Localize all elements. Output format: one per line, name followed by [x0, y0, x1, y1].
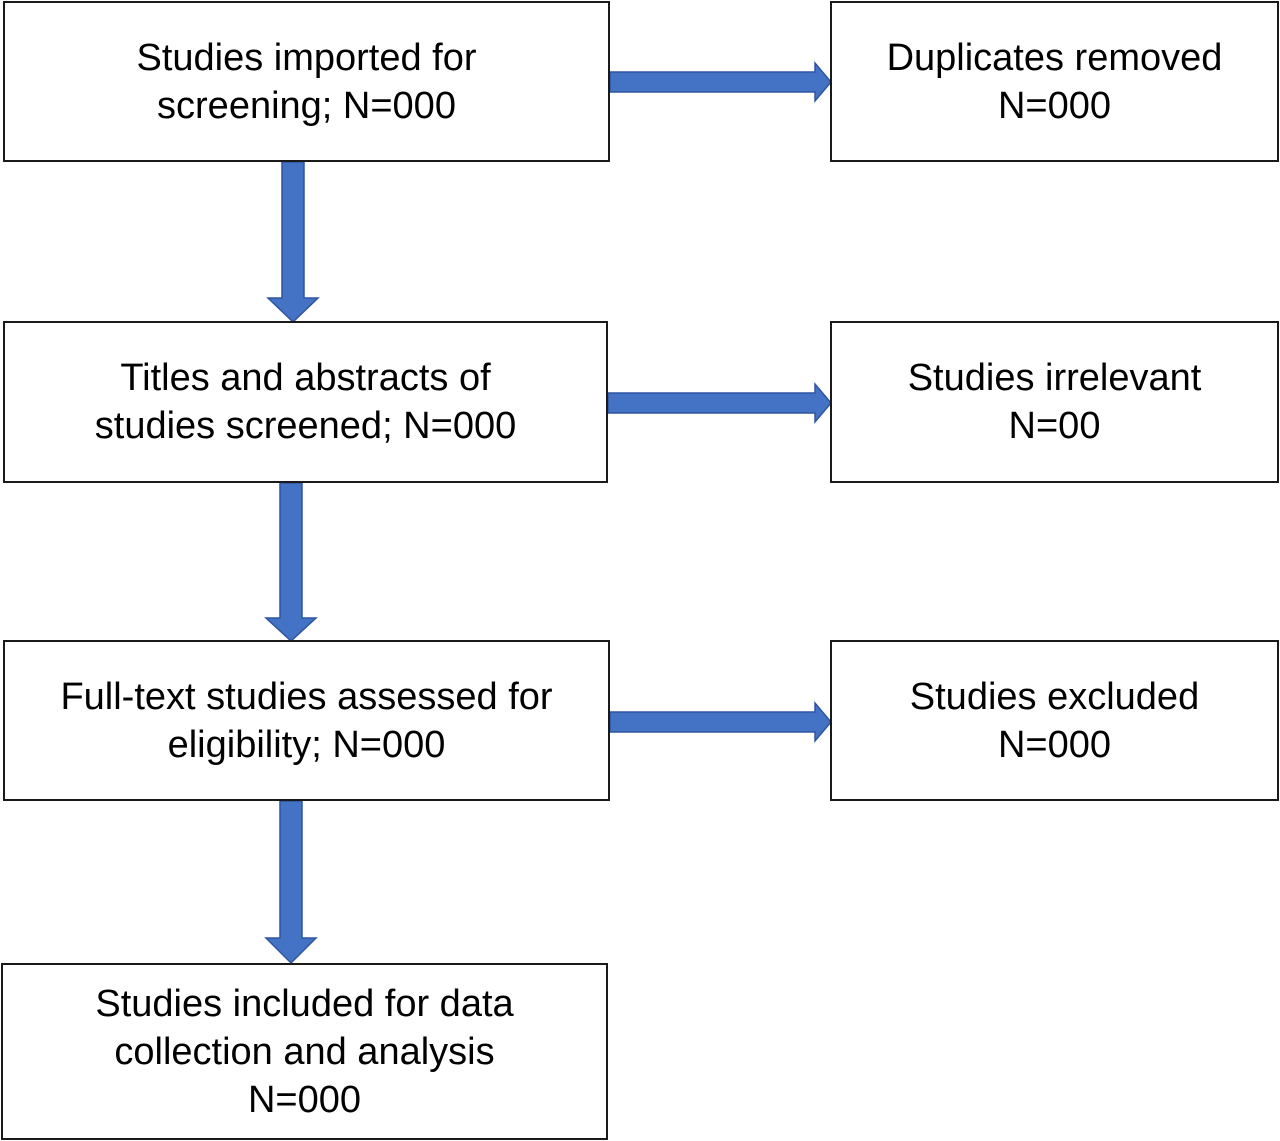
arrow-titles-to-fulltext — [264, 482, 318, 643]
studies-included-line-2: collection and analysis — [114, 1030, 495, 1073]
arrow-titles-to-irrelevant — [607, 381, 832, 425]
studies-imported-box: Studies imported for screening; N=000 — [3, 1, 610, 162]
titles-abstracts-screened-box: Titles and abstracts of studies screened… — [3, 321, 608, 483]
studies-imported-line-2: screening; N=000 — [157, 84, 456, 127]
studies-irrelevant-box: Studies irrelevant N=00 — [830, 321, 1279, 483]
titles-abstracts-line-1: Titles and abstracts of — [120, 357, 491, 399]
full-text-assessed-line-2: eligibility; N=000 — [167, 723, 446, 766]
studies-irrelevant-line-2: N=00 — [1008, 405, 1101, 447]
studies-excluded-line-1: Studies excluded — [909, 675, 1200, 718]
arrow-fulltext-to-included — [264, 800, 318, 965]
arrow-imported-to-titles — [266, 161, 320, 324]
full-text-assessed-box: Full-text studies assessed for eligibili… — [3, 640, 610, 801]
duplicates-removed-box: Duplicates removed N=000 — [830, 1, 1279, 162]
full-text-assessed-line-1: Full-text studies assessed for — [60, 675, 553, 718]
duplicates-removed-line-1: Duplicates removed — [886, 36, 1223, 79]
duplicates-removed-line-2: N=000 — [997, 84, 1112, 127]
studies-excluded-line-2: N=000 — [997, 723, 1112, 766]
studies-included-box: Studies included for data collection and… — [1, 963, 608, 1140]
arrow-fulltext-to-excluded — [609, 700, 832, 744]
studies-irrelevant-line-1: Studies irrelevant — [907, 357, 1202, 399]
studies-excluded-box: Studies excluded N=000 — [830, 640, 1279, 801]
arrow-imported-to-duplicates — [609, 60, 832, 104]
titles-abstracts-line-2: studies screened; N=000 — [94, 405, 517, 447]
studies-included-line-3: N=000 — [247, 1078, 362, 1121]
studies-imported-line-1: Studies imported for — [136, 36, 477, 79]
studies-included-line-1: Studies included for data — [95, 982, 514, 1025]
